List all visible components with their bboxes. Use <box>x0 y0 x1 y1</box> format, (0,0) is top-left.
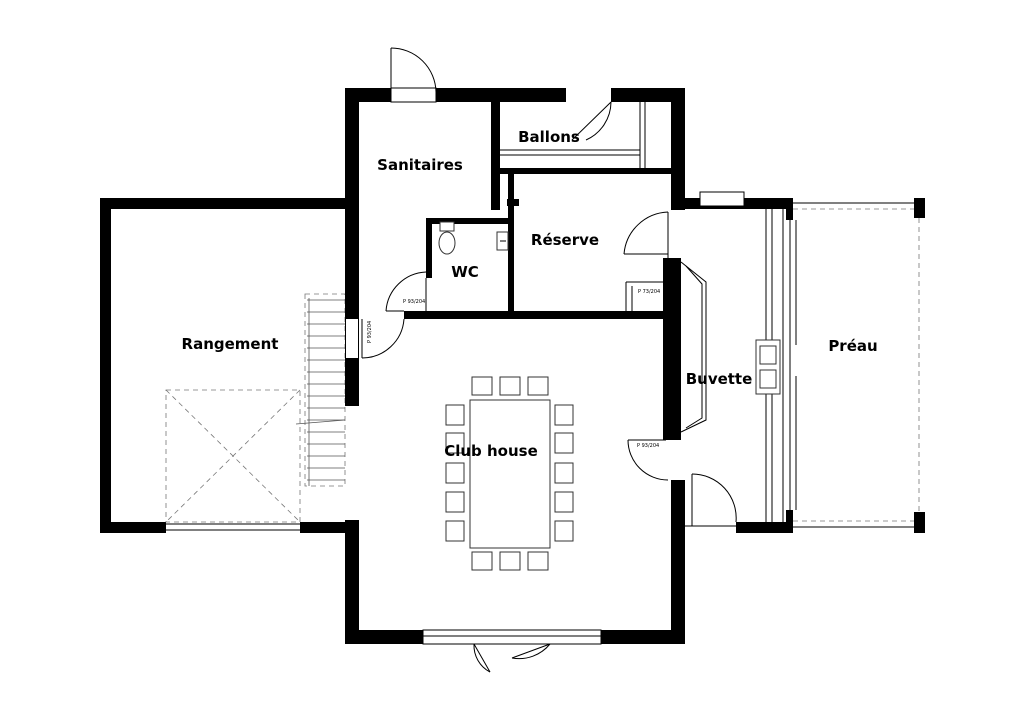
room-label-ballons: Ballons <box>518 128 580 146</box>
room-label-reserve: Réserve <box>531 231 599 249</box>
rangement-stairs <box>295 293 346 487</box>
room-label-sanitaires: Sanitaires <box>377 156 463 174</box>
buvette-sink-icon <box>755 339 781 395</box>
door-buvette-exterior <box>683 473 737 527</box>
door-club-house-main <box>422 629 602 673</box>
door-reserve-buvette <box>623 210 684 258</box>
rangement-walls <box>100 198 346 533</box>
door-club-buvette <box>627 439 684 481</box>
room-label-wc: WC <box>451 263 479 281</box>
door-sanitaires-club <box>346 318 405 359</box>
door-sanitaires-exterior <box>390 47 437 103</box>
door-tag-buvette: P 93/204 <box>637 443 659 449</box>
door-reserve-inner <box>625 281 664 311</box>
preau-outline <box>786 198 920 533</box>
door-tag-wc: P 93/204 <box>403 299 425 305</box>
room-label-preau: Préau <box>828 337 877 355</box>
rangement-dashed-area <box>165 389 301 523</box>
chairs <box>445 376 574 571</box>
door-ballons <box>571 101 612 141</box>
room-label-buvette: Buvette <box>686 370 753 388</box>
room-label-club-house: Club house <box>444 442 538 460</box>
room-label-rangement: Rangement <box>182 335 279 353</box>
sink-icon <box>496 231 509 251</box>
ballons-fixtures <box>500 102 646 168</box>
rangement-garage-door <box>166 523 300 531</box>
door-wc <box>385 271 427 312</box>
door-tag-reserve: P 73/204 <box>638 289 660 295</box>
toilet-icon <box>438 221 456 255</box>
door-tag-sanitaires: P 93/204 <box>367 321 373 343</box>
buvette-walls <box>671 198 925 533</box>
buvette-window <box>699 191 745 207</box>
conference-table <box>469 399 551 549</box>
